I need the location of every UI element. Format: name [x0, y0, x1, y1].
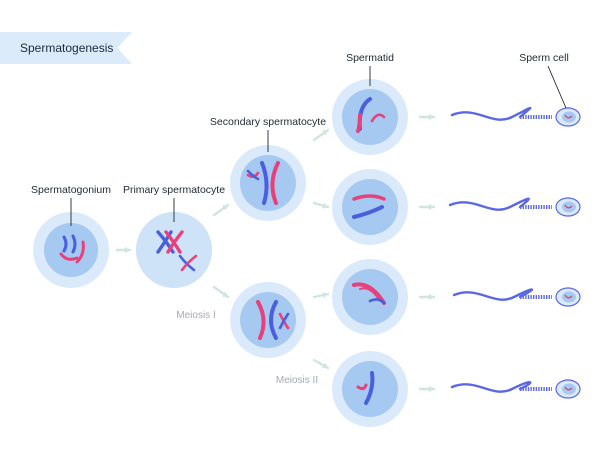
arrow-head	[428, 293, 434, 301]
cell-primary-spermatocyte-chromosomes	[156, 230, 198, 272]
arrow-icon	[418, 113, 436, 121]
chromosome-icon	[370, 113, 386, 123]
arrow-head	[428, 113, 434, 121]
sperm-tail	[452, 288, 533, 301]
cell-spermatid-2	[332, 169, 408, 245]
cell-spermatogonium-chromosomes	[59, 234, 85, 264]
cell-primary-spermatocyte	[136, 212, 212, 288]
cell-secondary-spermatocyte-bottom	[230, 282, 306, 358]
label-secondary-spermatocyte: Secondary spermatocyte	[209, 116, 327, 128]
sperm-icon	[448, 197, 581, 217]
chromosome-icon	[156, 230, 173, 254]
chromosome-icon	[166, 230, 184, 254]
cell-spermatid-2-nucleus	[342, 179, 398, 235]
arrow-icon	[418, 203, 436, 211]
arrow-head	[222, 205, 228, 211]
chromosome-icon	[356, 383, 368, 391]
chromosome-icon	[269, 300, 278, 340]
sperm-icon	[450, 106, 581, 127]
chromosome-icon	[564, 114, 573, 119]
cell-spermatid-1-chromosomes	[356, 97, 386, 133]
label-spermatid: Spermatid	[346, 52, 394, 64]
sperm-tail	[450, 106, 532, 121]
arrow-head	[222, 291, 228, 297]
arrow-head	[428, 203, 434, 211]
sperm-icon	[450, 379, 581, 399]
sperms-layer	[448, 106, 581, 399]
arrow-head	[124, 246, 130, 254]
sperm-tail	[448, 197, 530, 211]
arrow-head	[322, 362, 328, 369]
label-primary-spermatocyte: Primary spermatocyte	[122, 184, 226, 196]
title-banner	[0, 32, 132, 64]
chromosome-icon	[356, 113, 362, 133]
chromosome-icon	[278, 312, 290, 330]
label-meiosis-2: Meiosis II	[275, 375, 319, 386]
cell-secondary-spermatocyte-top	[230, 145, 306, 221]
chromosome-icon	[71, 234, 77, 254]
arrow-head	[322, 202, 328, 209]
chromosome-icon	[564, 204, 573, 209]
sperm-nucleus	[562, 201, 576, 213]
arrow-head	[322, 130, 328, 136]
page-title: Spermatogenesis	[20, 41, 114, 55]
chromosome-icon	[260, 161, 269, 205]
chromosome-icon	[364, 371, 375, 405]
sperm-nucleus	[562, 111, 576, 123]
chromosome-icon	[62, 235, 68, 253]
arrow-icon	[418, 293, 436, 301]
arrow-icon	[212, 285, 230, 299]
arrow-icon	[212, 203, 230, 217]
arrow-head	[322, 292, 328, 299]
label-meiosis-1: Meiosis I	[176, 310, 216, 321]
cell-spermatid-4-chromosomes	[356, 371, 375, 405]
chromosome-icon	[75, 240, 85, 264]
arrows-layer	[115, 113, 436, 393]
sperm-icon	[452, 287, 581, 307]
pointers-layer	[70, 65, 567, 226]
sperm-tail	[450, 381, 532, 393]
chromosome-icon	[352, 205, 384, 219]
chromosome-icon	[564, 294, 573, 299]
cell-spermatid-3-chromosomes	[352, 282, 386, 305]
label-sperm-cell: Sperm cell	[519, 52, 569, 64]
chromosome-icon	[59, 252, 79, 261]
arrow-icon	[418, 385, 436, 393]
arrow-icon	[312, 292, 330, 299]
arrow-icon	[312, 358, 330, 370]
chromosome-icon	[256, 300, 266, 340]
chromosome-icon	[368, 298, 386, 305]
sperm-nucleus	[562, 383, 576, 395]
arrow-head	[428, 385, 434, 393]
cell-spermatid-4	[332, 351, 408, 427]
chromosome-icon	[270, 161, 280, 205]
cell-secondary-spermatocyte-top-chromosomes	[246, 161, 280, 205]
chromosome-icon	[564, 386, 573, 391]
arrow-icon	[115, 246, 132, 254]
arrow-icon	[312, 201, 330, 209]
cell-spermatid-1	[332, 79, 408, 155]
label-spermatogonium: Spermatogonium	[31, 184, 111, 196]
cell-secondary-spermatocyte-bottom-chromosomes	[256, 300, 290, 340]
sperm-nucleus	[562, 291, 576, 303]
pointer-sperm-cell	[547, 65, 567, 109]
cell-spermatogonium-nucleus	[44, 223, 98, 277]
cell-spermatid-3-nucleus	[342, 269, 398, 325]
chromosome-icon	[246, 169, 260, 181]
arrow-icon	[312, 128, 330, 142]
cell-spermatogonium	[33, 212, 109, 288]
cells-layer	[33, 79, 408, 427]
chromosome-icon	[352, 194, 386, 201]
chromosome-icon	[180, 254, 198, 272]
cell-secondary-spermatocyte-bottom-nucleus	[240, 292, 296, 348]
cell-primary-spermatocyte-nucleus	[136, 212, 212, 288]
cell-spermatid-2-chromosomes	[352, 194, 386, 219]
cell-spermatid-3	[332, 259, 408, 335]
